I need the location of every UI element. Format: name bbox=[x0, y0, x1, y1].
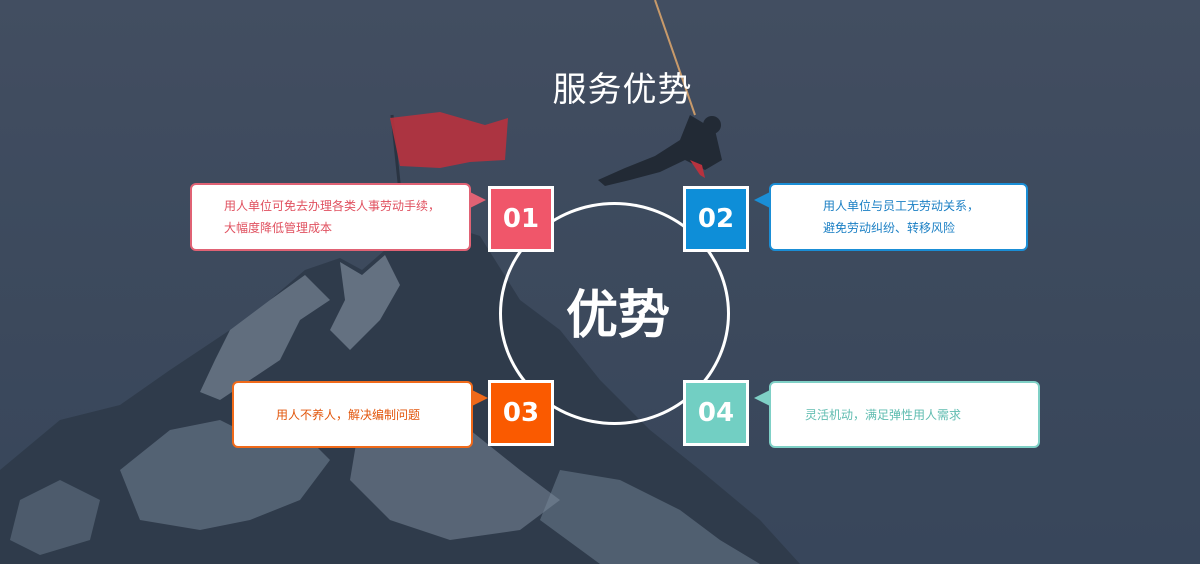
advantage-text: 用人单位与员工无劳动关系， 避免劳动纠纷、转移风险 bbox=[823, 199, 980, 235]
number-tile-02: 02 bbox=[683, 186, 749, 252]
center-label: 优势 bbox=[565, 286, 670, 346]
number-tile-04: 04 bbox=[683, 380, 749, 446]
center-circle bbox=[499, 202, 730, 425]
advantage-text: 灵活机动，满足弹性用人需求 bbox=[805, 407, 962, 422]
page-title: 服务优势 bbox=[552, 70, 693, 110]
advantage-bubble-03: 用人不养人，解决编制问题 bbox=[232, 381, 473, 448]
advantage-text: 用人不养人，解决编制问题 bbox=[276, 407, 421, 422]
bubble-tail-02 bbox=[754, 192, 770, 208]
advantage-bubble-04: 灵活机动，满足弹性用人需求 bbox=[769, 381, 1040, 448]
number-tile-01: 01 bbox=[488, 186, 554, 252]
advantage-bubble-01: 用人单位可免去办理各类人事劳动手续， 大幅度降低管理成本 bbox=[190, 183, 471, 251]
bubble-tail-01 bbox=[470, 192, 486, 208]
bubble-tail-03 bbox=[472, 390, 488, 406]
advantage-text: 用人单位可免去办理各类人事劳动手续， 大幅度降低管理成本 bbox=[224, 199, 441, 235]
advantage-bubble-02: 用人单位与员工无劳动关系， 避免劳动纠纷、转移风险 bbox=[769, 183, 1028, 251]
number-tile-03: 03 bbox=[488, 380, 554, 446]
bubble-tail-04 bbox=[754, 390, 770, 406]
